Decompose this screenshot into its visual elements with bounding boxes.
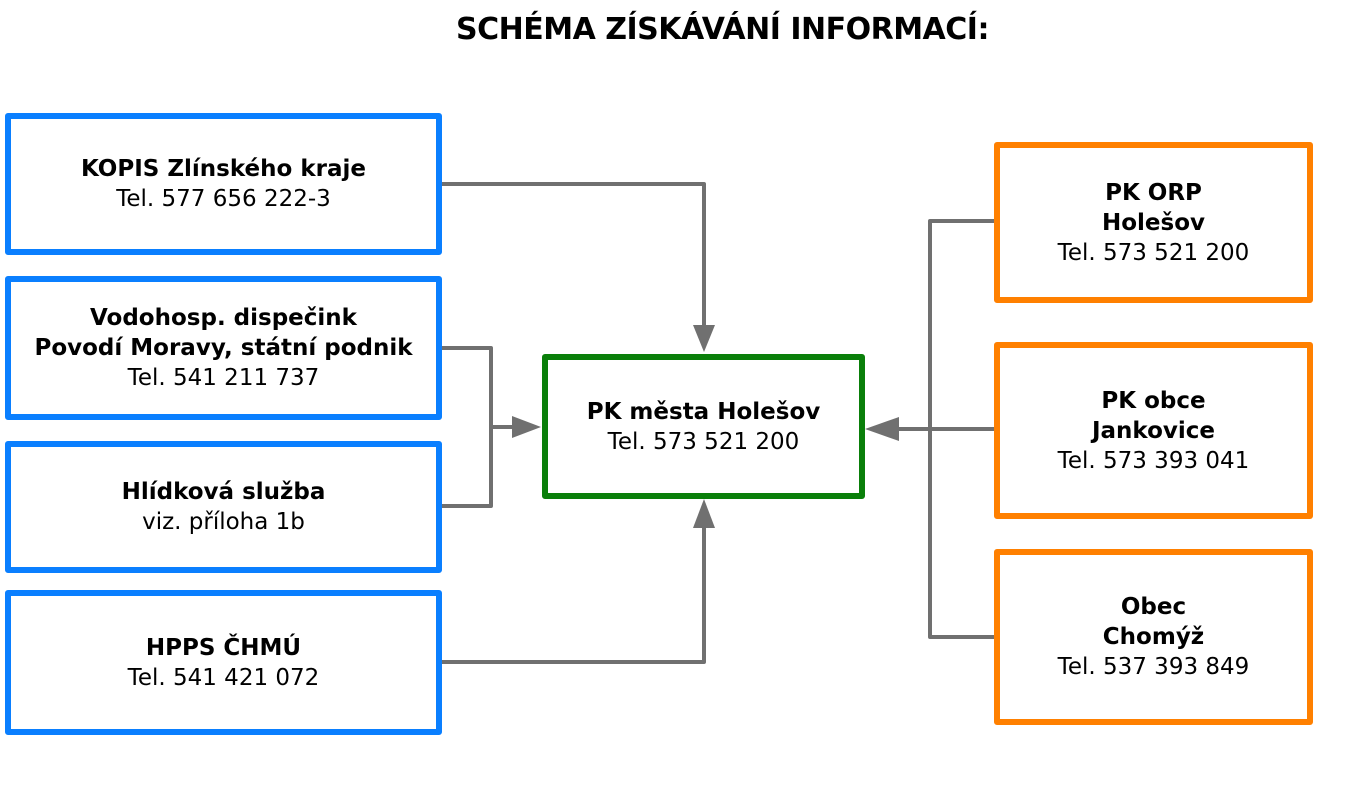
box-label: PK ORP	[1105, 179, 1202, 206]
box-label: Obec	[1120, 594, 1187, 620]
source-box-kopis: KOPIS Zlínského kraje Tel. 577 656 222-3	[5, 113, 442, 255]
box-phone: Tel. 541 211 737	[127, 365, 320, 391]
box-label: PK obce	[1101, 387, 1206, 414]
arrowhead-bottom	[693, 499, 715, 528]
box-phone: Tel. 537 393 849	[1057, 654, 1250, 680]
source-box-hpps: HPPS ČHMÚ Tel. 541 421 072	[5, 590, 442, 735]
source-box-hlidkova: Hlídková služba viz. příloha 1b	[5, 441, 442, 573]
box-label: Hlídková služba	[121, 479, 326, 505]
source-box-vodohosp: Vodohosp. dispečink Povodí Moravy, státn…	[5, 276, 442, 420]
box-phone: Tel. 577 656 222-3	[116, 186, 331, 212]
box-label: Chomýž	[1102, 624, 1205, 650]
box-note: viz. příloha 1b	[142, 509, 305, 535]
center-box-pk-holesov: PK města Holešov Tel. 573 521 200	[542, 354, 865, 499]
box-label: Jankovice	[1091, 417, 1216, 444]
box-phone: Tel. 541 421 072	[127, 664, 320, 691]
connector-vodohosp	[441, 346, 493, 508]
box-label: PK města Holešov	[586, 398, 821, 425]
box-phone: Tel. 573 393 041	[1057, 447, 1250, 474]
box-phone: Tel. 573 521 200	[607, 428, 800, 455]
arrowhead-right	[865, 417, 899, 441]
connector-hpps	[441, 520, 706, 664]
box-phone: Tel. 573 521 200	[1057, 239, 1250, 266]
diagram-title: SCHÉMA ZÍSKÁVÁNÍ INFORMACÍ:	[456, 12, 989, 47]
box-label: Povodí Moravy, státní podnik	[34, 335, 413, 361]
box-label: Vodohosp. dispečink	[90, 305, 357, 331]
arrowhead-left	[512, 416, 541, 438]
box-label: KOPIS Zlínského kraje	[81, 156, 366, 182]
connector-kopis	[441, 182, 706, 333]
source-box-jankovice: PK obce Jankovice Tel. 573 393 041	[994, 342, 1313, 519]
source-box-chomyz: Obec Chomýž Tel. 537 393 849	[994, 549, 1313, 725]
box-label: HPPS ČHMÚ	[145, 634, 302, 661]
box-label: Holešov	[1101, 209, 1206, 236]
arrowhead-top	[693, 325, 715, 352]
source-box-orp-holesov: PK ORP Holešov Tel. 573 521 200	[994, 142, 1313, 303]
